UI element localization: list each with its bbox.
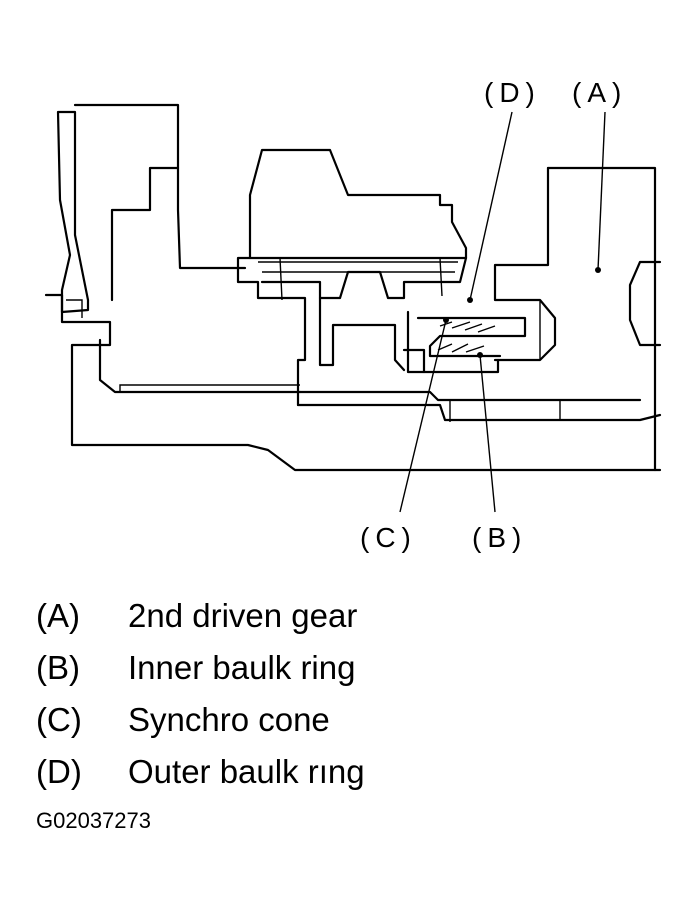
legend-item: (A) 2nd driven gear xyxy=(36,590,365,642)
legend-key: (B) xyxy=(36,649,80,686)
left-housing xyxy=(44,103,662,472)
leader-lines xyxy=(399,111,606,513)
leader-b xyxy=(479,354,496,513)
legend-item: (D) Outer baulk rıng xyxy=(36,746,365,798)
callout-c: (C) xyxy=(360,522,417,553)
legend-text: 2nd driven gear xyxy=(128,597,358,634)
legend-key: (C) xyxy=(36,701,82,738)
leader-d xyxy=(469,111,513,301)
callout-a: (A) xyxy=(572,77,627,108)
leader-b-dot xyxy=(477,352,483,358)
legend-text: Synchro cone xyxy=(128,701,330,738)
leader-a xyxy=(597,111,606,271)
leader-c-dot xyxy=(443,317,449,323)
figure-code: G02037273 xyxy=(36,808,151,833)
legend-item: (B) Inner baulk ring xyxy=(36,642,365,694)
legend-item: (C) Synchro cone xyxy=(36,694,365,746)
leader-d-dot xyxy=(467,297,473,303)
legend-key: (A) xyxy=(36,597,80,634)
baulk-ring-assembly xyxy=(402,310,527,374)
legend: (A) 2nd driven gear (B) Inner baulk ring… xyxy=(36,590,365,798)
callout-d: (D) xyxy=(484,77,541,108)
legend-key: (D) xyxy=(36,753,82,790)
leader-c xyxy=(399,319,447,513)
second-driven-gear xyxy=(493,166,662,472)
legend-text: Outer baulk rıng xyxy=(128,753,365,790)
main-shaft xyxy=(296,390,662,422)
callout-b: (B) xyxy=(472,522,527,553)
leader-a-dot xyxy=(595,267,601,273)
synchro-sleeve-hub xyxy=(236,148,468,407)
legend-text: Inner baulk ring xyxy=(128,649,356,686)
